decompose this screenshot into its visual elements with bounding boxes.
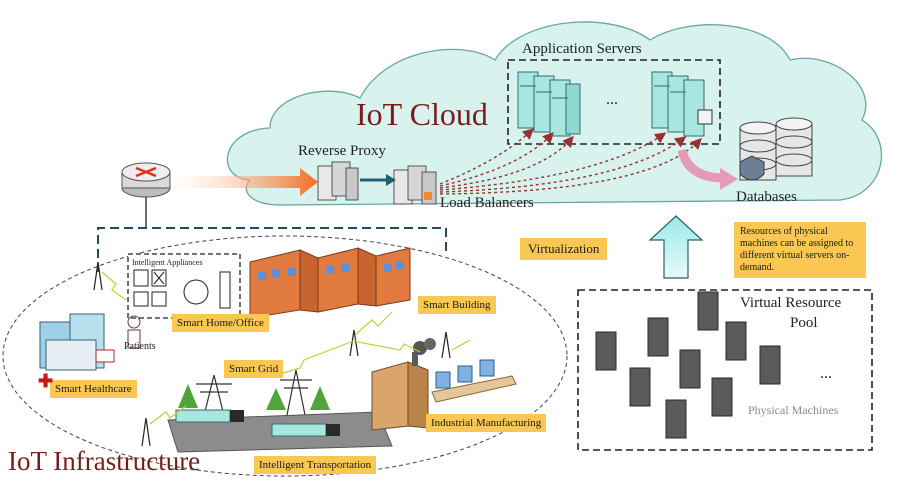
intelligent-transportation-label: Intelligent Transportation [254,456,377,475]
smart-grid-label: Smart Grid [224,360,284,379]
app-server-rack-left [517,71,581,137]
appliance-icons [133,269,231,309]
trees [178,384,330,410]
intelligent-appliances-label: Intelligent Appliances [132,258,203,267]
router-icon [121,162,171,198]
pool-ellipsis: ... [820,365,832,382]
virtualization-arrow [648,215,704,279]
physical-machines-label: Physical Machines [748,403,839,417]
pool-title-line2: Pool [790,315,818,331]
router-link-dashed [97,227,447,272]
pink-arrow [677,148,725,183]
virtualization-note: Resources of physical machines can be as… [734,222,866,278]
conveyor-robots [431,359,517,403]
app-server-rack-right [651,71,713,137]
load-balancers-label: Load Balancers [440,195,534,211]
trucks [175,409,340,437]
iot-cloud-title: IoT Cloud [356,96,488,132]
iot-infrastructure-title: IoT Infrastructure [8,446,201,476]
load-balancer-server [393,165,437,205]
industrial-manufacturing-label: Industrial Manufacturing [426,414,547,433]
app-servers-ellipsis: ... [606,91,618,108]
wireless-links [101,271,471,425]
factory [371,338,436,431]
smart-healthcare-label: Smart Healthcare [50,380,137,399]
healthcare-building [39,313,115,371]
app-servers-box [507,59,721,145]
databases-label: Databases [736,189,797,205]
smart-buildings [249,247,411,319]
patient-figure [127,315,141,349]
lb-to-server-links [439,128,702,195]
smart-home-office-label: Smart Home/Office [172,314,269,333]
iot-infrastructure-ellipse [2,235,568,477]
patients-label: Patients [124,341,156,352]
orange-arrow [175,168,318,196]
health-cross-icon: ✚ [38,371,54,391]
app-servers-label: Application Servers [522,41,642,57]
pool-title-line1: Virtual Resource [740,295,842,311]
databases-icon [739,117,813,181]
virtual-pool-box [577,289,873,451]
virtualization-label: Virtualization [520,238,608,261]
antennas [93,261,451,447]
smart-building-label: Smart Building [418,296,496,315]
reverse-proxy-server [317,161,359,201]
smart-grid-towers [196,369,312,433]
physical-machines [595,291,781,439]
reverse-proxy-label: Reverse Proxy [298,143,386,159]
